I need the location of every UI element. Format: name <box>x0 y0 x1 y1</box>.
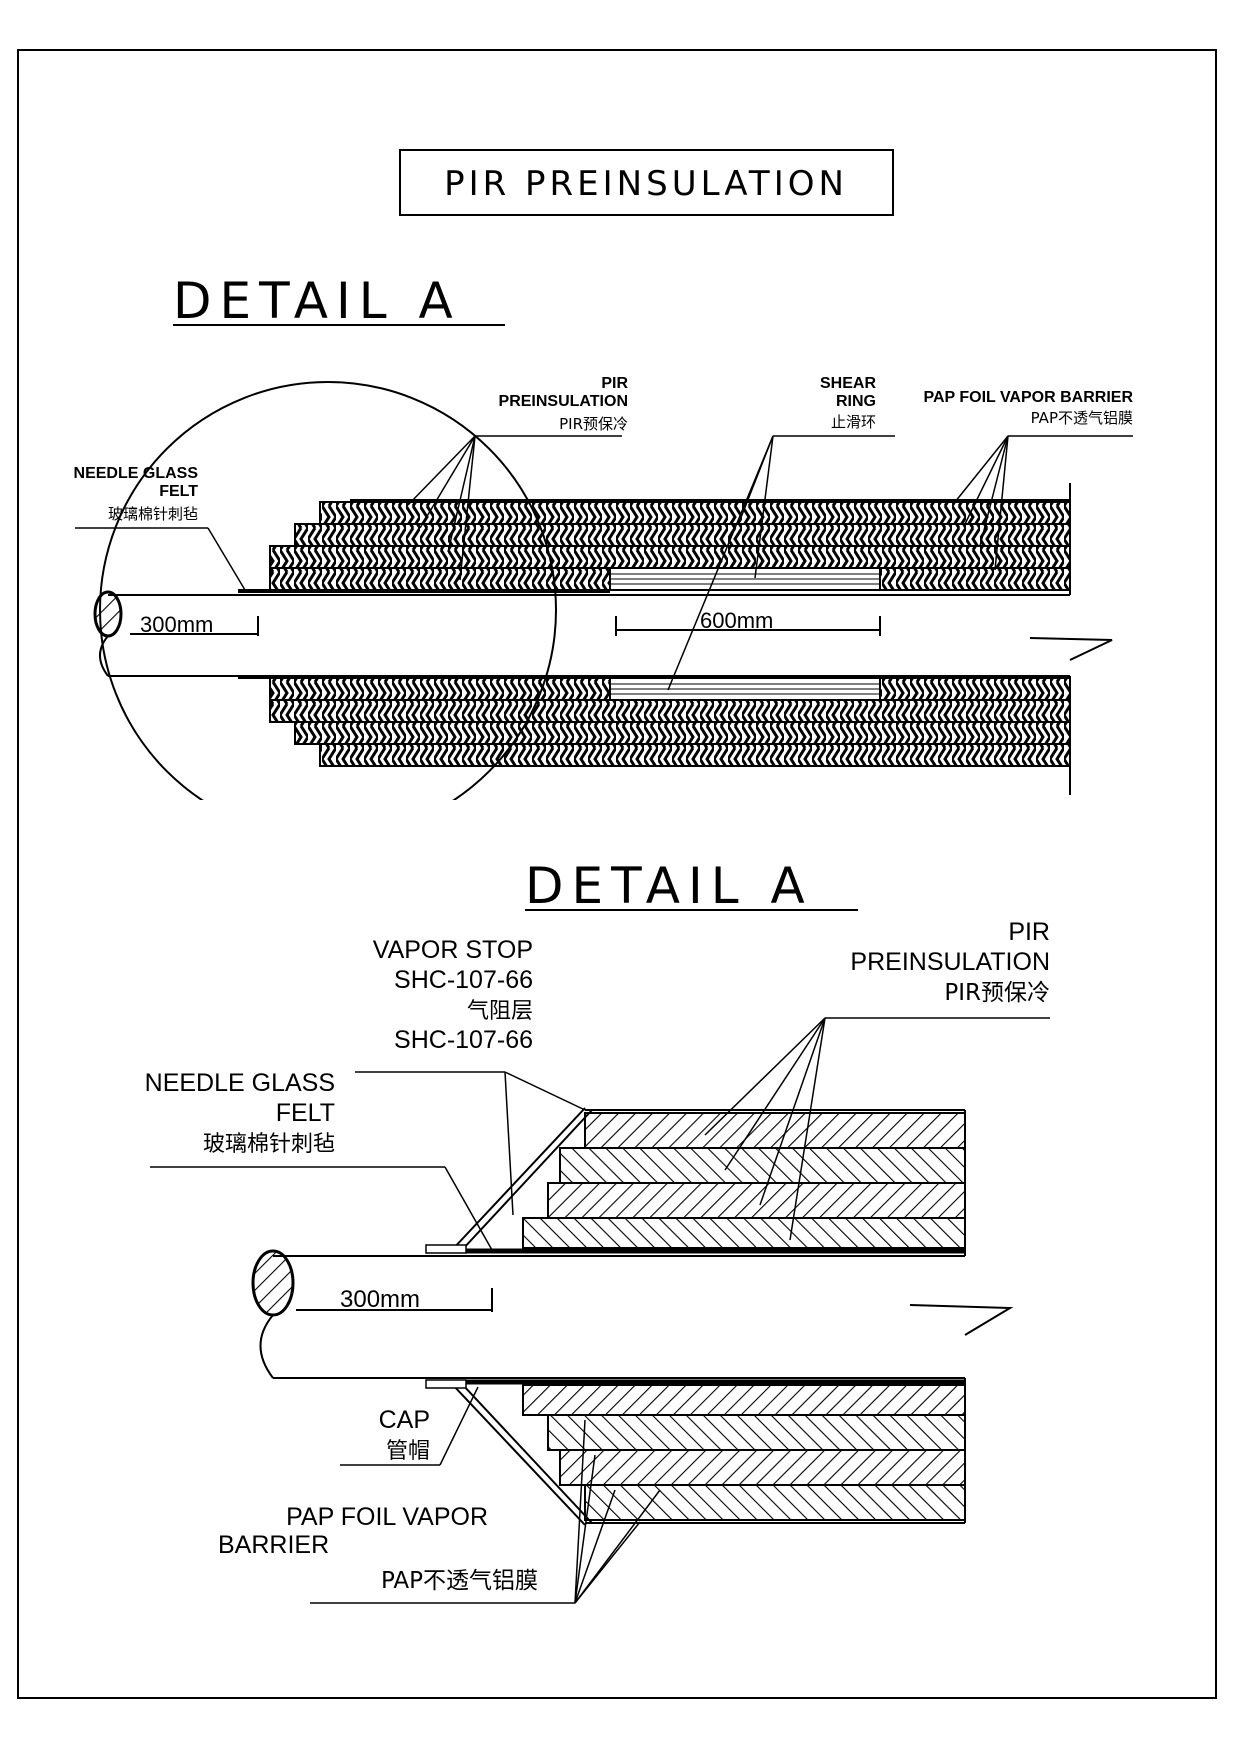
top-label-shear-2: RING <box>836 393 876 410</box>
top-label-pap-cn: PAP不透气铝膜 <box>1031 409 1133 427</box>
bottom-label-vapor-cn: 气阻层 <box>467 999 533 1024</box>
bottom-label-cap-cn: 管帽 <box>386 1439 430 1464</box>
bottom-label-pap-1: PAP FOIL VAPOR <box>286 1503 488 1531</box>
bottom-label-needle-cn: 玻璃棉针刺毡 <box>203 1132 335 1157</box>
top-label-pap-1: PAP FOIL VAPOR BARRIER <box>923 389 1133 406</box>
sheet-border <box>17 49 1217 1699</box>
page-title: PIR PREINSULATION <box>444 164 848 204</box>
bottom-label-pir-2: PREINSULATION <box>850 948 1050 976</box>
bottom-upper-layer-1 <box>584 1112 966 1149</box>
top-dim-300: 300mm <box>140 612 213 637</box>
top-lower-layer-4 <box>319 743 1071 767</box>
top-lower-layer-1b <box>879 677 1071 701</box>
top-label-pir-1: PIR <box>601 375 628 392</box>
top-break-line <box>1029 637 1113 661</box>
top-upper-layer-4 <box>269 567 611 591</box>
top-label-pir-2: PREINSULATION <box>499 393 628 410</box>
top-upper-layer-4b <box>879 567 1071 591</box>
bottom-lower-layer-3 <box>559 1449 966 1486</box>
top-label-shear-1: SHEAR <box>820 375 876 392</box>
bottom-label-pir-cn: PIR预保冷 <box>944 980 1050 1006</box>
top-label-pir-cn: PIR预保冷 <box>559 415 628 433</box>
bottom-label-vapor-4: SHC-107-66 <box>394 1026 533 1054</box>
top-lower-layer-2 <box>269 699 1071 723</box>
top-upper-layer-2 <box>294 523 1071 547</box>
bottom-upper-layer-3 <box>547 1182 966 1219</box>
detail-bottom-heading: DETAIL A <box>525 857 813 915</box>
bottom-lower-layer-1 <box>522 1384 966 1416</box>
top-lower-layer-3 <box>294 721 1071 745</box>
bottom-label-pap-2: BARRIER <box>218 1531 329 1559</box>
detail-top: DETAIL A <box>74 272 1133 800</box>
bottom-label-needle-1: NEEDLE GLASS <box>145 1069 335 1097</box>
top-upper-layer-1 <box>319 501 1071 525</box>
top-dim-600: 600mm <box>700 608 773 633</box>
top-label-shear-cn: 止滑环 <box>831 413 876 431</box>
top-label-needle-2: FELT <box>159 483 198 500</box>
top-upper-layer-3 <box>269 545 1071 569</box>
bottom-label-vapor-2: SHC-107-66 <box>394 966 533 994</box>
bottom-upper-layer-4 <box>522 1217 966 1249</box>
bottom-label-vapor-1: VAPOR STOP <box>373 936 533 964</box>
top-label-needle-cn: 玻璃棉针刺毡 <box>108 505 198 523</box>
top-pipe-end <box>93 590 123 638</box>
bottom-upper-layer-2 <box>559 1147 966 1184</box>
bottom-dim-300: 300mm <box>340 1286 420 1313</box>
title-box <box>399 149 894 216</box>
bottom-lower-layer-2 <box>547 1414 966 1451</box>
detail-bottom: DETAIL A 300mm <box>145 857 1050 1604</box>
bottom-label-pap-cn: PAP不透气铝膜 <box>381 1568 538 1594</box>
bottom-label-pir-1: PIR <box>1008 918 1050 946</box>
top-lower-layer-1 <box>269 677 611 701</box>
bottom-label-needle-2: FELT <box>276 1099 335 1127</box>
bottom-lower-layer-4 <box>584 1484 966 1521</box>
detail-top-heading: DETAIL A <box>173 272 461 330</box>
detail-circle <box>99 381 557 800</box>
top-label-needle-1: NEEDLE GLASS <box>74 465 199 482</box>
bottom-break-line <box>909 1304 1014 1336</box>
bottom-label-cap-1: CAP <box>379 1406 430 1434</box>
bottom-pipe-end <box>251 1249 295 1317</box>
